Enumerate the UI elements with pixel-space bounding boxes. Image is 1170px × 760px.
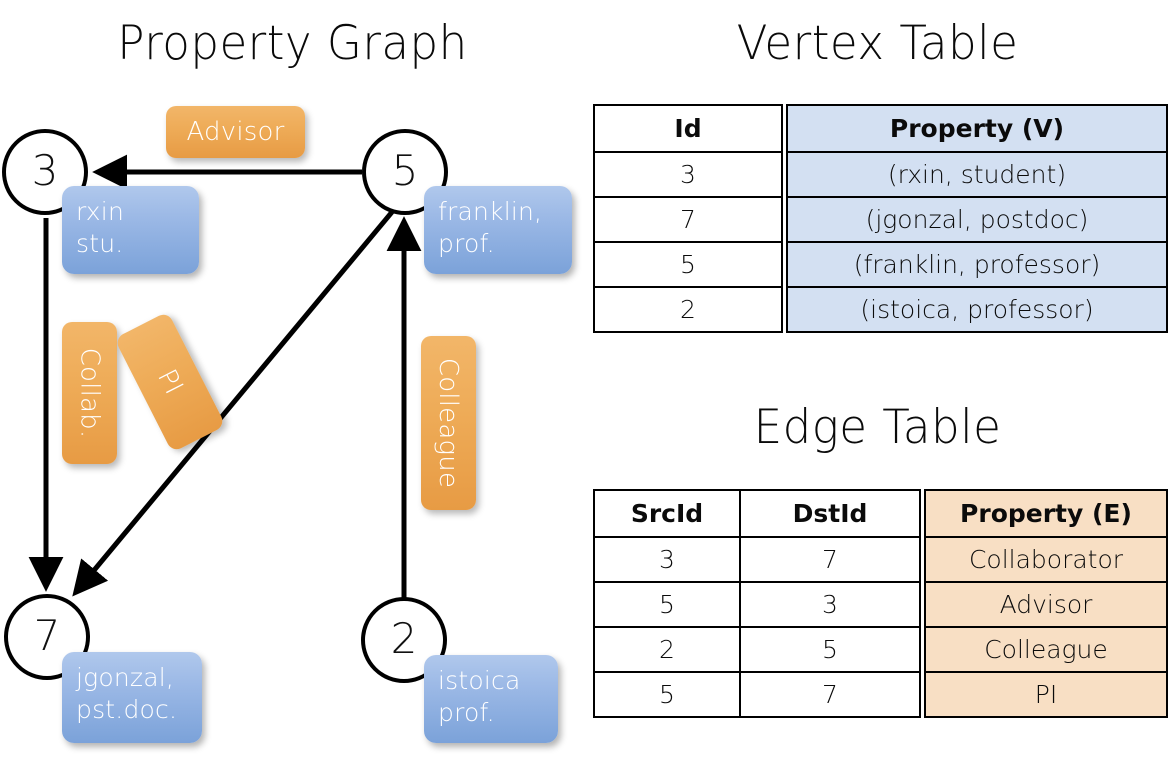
vertex-table-cell-property: (franklin, professor) [786,241,1168,288]
vertex-property-istoica-line1: istoica [438,666,521,695]
vertex-property-rxin-line2: stu. [76,229,124,258]
graph-vertex-5[interactable]: 5 [362,129,448,215]
vertex-table-header-property: Property (V) [786,104,1168,153]
vertex-table: Id Property (V) 3 (rxin, student) 7 (jgo… [593,104,1168,333]
table-row[interactable]: 3 (rxin, student) [593,151,1168,198]
edge-label-advisor: Advisor [166,106,305,158]
page-title-vertex-table: Vertex Table [736,16,1019,71]
edge-label-pi-text: PI [151,364,189,400]
vertex-table-column-gap [782,152,787,197]
edge-table-cell-dst: 7 [739,671,921,718]
edge-table-column-gap [920,672,925,717]
vertex-table-header-id: Id [593,104,783,153]
vertex-table-column-gap [782,197,787,242]
table-row[interactable]: 3 7 Collaborator [593,536,1168,583]
table-row[interactable]: 7 (jgonzal, postdoc) [593,196,1168,243]
vertex-property-box-jgonzal: jgonzal, pst.doc. [62,652,202,743]
edge-table-cell-src: 3 [593,536,741,583]
table-row[interactable]: 5 (franklin, professor) [593,241,1168,288]
table-row[interactable]: 5 7 PI [593,671,1168,718]
edge-table-header-srcid: SrcId [593,489,741,538]
table-row[interactable]: 2 (istoica, professor) [593,286,1168,333]
edge-table: SrcId DstId Property (E) 3 7 Collaborato… [593,489,1168,718]
vertex-property-franklin-line1: franklin, [438,197,543,226]
edge-table-column-gap [920,490,925,537]
edge-table-column-gap [920,582,925,627]
edge-table-cell-src: 2 [593,626,741,673]
edge-label-colleague: Colleague [421,336,476,510]
vertex-table-column-gap [782,242,787,287]
edge-table-cell-property: Collaborator [924,536,1168,583]
vertex-table-cell-id: 2 [593,286,783,333]
edge-table-header-dstid: DstId [739,489,921,538]
edge-table-cell-dst: 3 [739,581,921,628]
edge-table-column-gap [920,627,925,672]
vertex-property-franklin-line2: prof. [438,229,495,258]
edge-table-cell-dst: 5 [739,626,921,673]
vertex-table-header-row: Id Property (V) [593,104,1168,153]
page-title-property-graph: Property Graph [117,16,468,71]
edge-table-header-row: SrcId DstId Property (E) [593,489,1168,538]
edge-table-cell-property: Advisor [924,581,1168,628]
edge-table-header-property: Property (E) [924,489,1168,538]
edge-table-cell-src: 5 [593,581,741,628]
vertex-property-jgonzal-line2: pst.doc. [76,695,178,724]
graph-vertex-3-id: 3 [31,146,59,195]
vertex-table-column-gap [782,105,787,152]
property-graph-canvas: 3 5 7 2 rxin stu. franklin, prof. jgonza… [2,106,572,743]
graph-edge-5-to-7 [72,210,394,597]
edge-label-collab-text: Collab. [74,347,105,439]
edge-label-advisor-text: Advisor [186,117,285,147]
edge-table-cell-dst: 7 [739,536,921,583]
edge-table-cell-property: PI [924,671,1168,718]
vertex-table-cell-id: 5 [593,241,783,288]
vertex-table-cell-property: (jgonzal, postdoc) [786,196,1168,243]
vertex-table-cell-id: 7 [593,196,783,243]
table-row[interactable]: 2 5 Colleague [593,626,1168,673]
vertex-table-cell-id: 3 [593,151,783,198]
graph-vertex-2-id: 2 [390,614,418,663]
vertex-property-istoica-line2: prof. [438,698,495,727]
vertex-table-cell-property: (istoica, professor) [786,286,1168,333]
vertex-property-box-rxin: rxin stu. [62,186,199,274]
edge-table-cell-property: Colleague [924,626,1168,673]
edge-label-collab: Collab. [62,322,117,464]
vertex-table-cell-property: (rxin, student) [786,151,1168,198]
vertex-property-jgonzal-line1: jgonzal, [76,663,175,692]
edge-table-column-gap [920,537,925,582]
graph-vertex-7-id: 7 [33,611,61,660]
graph-vertex-2[interactable]: 2 [361,597,447,683]
vertex-property-rxin-line1: rxin [76,197,124,226]
table-row[interactable]: 5 3 Advisor [593,581,1168,628]
vertex-property-box-franklin: franklin, prof. [424,186,572,274]
edge-table-cell-src: 5 [593,671,741,718]
vertex-table-column-gap [782,287,787,332]
edge-label-colleague-text: Colleague [433,357,464,489]
page-title-edge-table: Edge Table [753,400,1002,455]
vertex-property-box-istoica: istoica prof. [424,655,558,743]
graph-edges-svg [28,154,422,598]
graph-vertex-5-id: 5 [391,146,419,195]
